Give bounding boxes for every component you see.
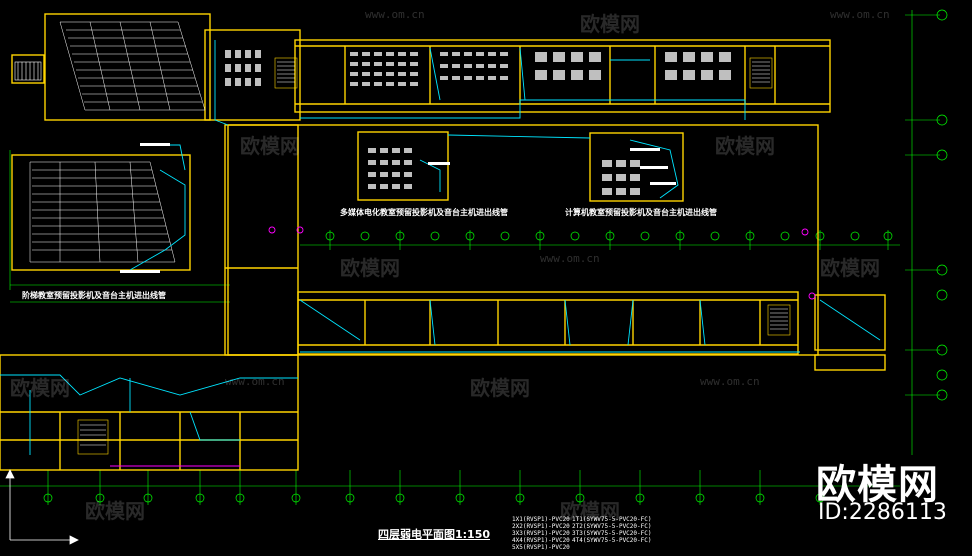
legend-line: 2T2(SYWV75-5-PVC20-FC) — [572, 523, 652, 530]
brand-logo-text: 欧模网 — [816, 462, 939, 508]
watermark-url: www.om.cn — [365, 8, 425, 21]
building-walls — [0, 13, 886, 471]
axis-grid — [0, 10, 940, 505]
tag-labels — [120, 143, 676, 273]
legend-line: 3T3(SYWV75-5-PVC20-FC) — [572, 530, 652, 537]
ucs-icon — [5, 469, 79, 545]
room-label-lecture-hall: 阶梯教室预留投影机及音台主机进出线管 — [22, 291, 166, 300]
watermark-url: www.om.cn — [540, 252, 600, 265]
lecture-hall-seating-top — [59, 21, 206, 111]
annotation-marks — [110, 226, 816, 467]
legend-line: 1T1(SYWV75-5-PVC20-FC) — [572, 516, 652, 523]
lecture-hall-seating-left — [29, 161, 176, 263]
watermark-url: www.om.cn — [830, 8, 890, 21]
watermark-url: www.om.cn — [225, 375, 285, 388]
legend-line: 2X2(RVSP1)-PVC20 — [512, 523, 570, 530]
cable-legend-right: 1T1(SYWV75-5-PVC20-FC) 2T2(SYWV75-5-PVC2… — [572, 516, 651, 544]
classroom-desks — [225, 50, 731, 195]
legend-line: 5X5(RVSP1)-PVC20 — [512, 544, 570, 551]
brand-id: ID:2286113 — [818, 500, 947, 525]
legend-line: 1X1(RVSP1)-PVC20 — [512, 516, 570, 523]
legend-line: 4T4(SYWV75-5-PVC20-FC) — [572, 537, 652, 544]
room-label-multimedia: 多媒体电化教室预留投影机及音台主机进出线管 — [340, 208, 508, 217]
wiring-runs — [0, 40, 881, 455]
watermark-url: www.om.cn — [700, 375, 760, 388]
legend-line: 4X4(RVSP1)-PVC20 — [512, 537, 570, 544]
room-label-computer: 计算机教室预留投影机及音台主机进出线管 — [565, 208, 717, 217]
cable-legend-left: 1X1(RVSP1)-PVC20 2X2(RVSP1)-PVC20 3X3(RV… — [512, 516, 570, 551]
plan-title: 四层弱电平面图1:150 — [378, 528, 491, 541]
legend-line: 3X3(RVSP1)-PVC20 — [512, 530, 570, 537]
axis-bubbles — [43, 9, 948, 503]
stairs — [14, 57, 791, 455]
